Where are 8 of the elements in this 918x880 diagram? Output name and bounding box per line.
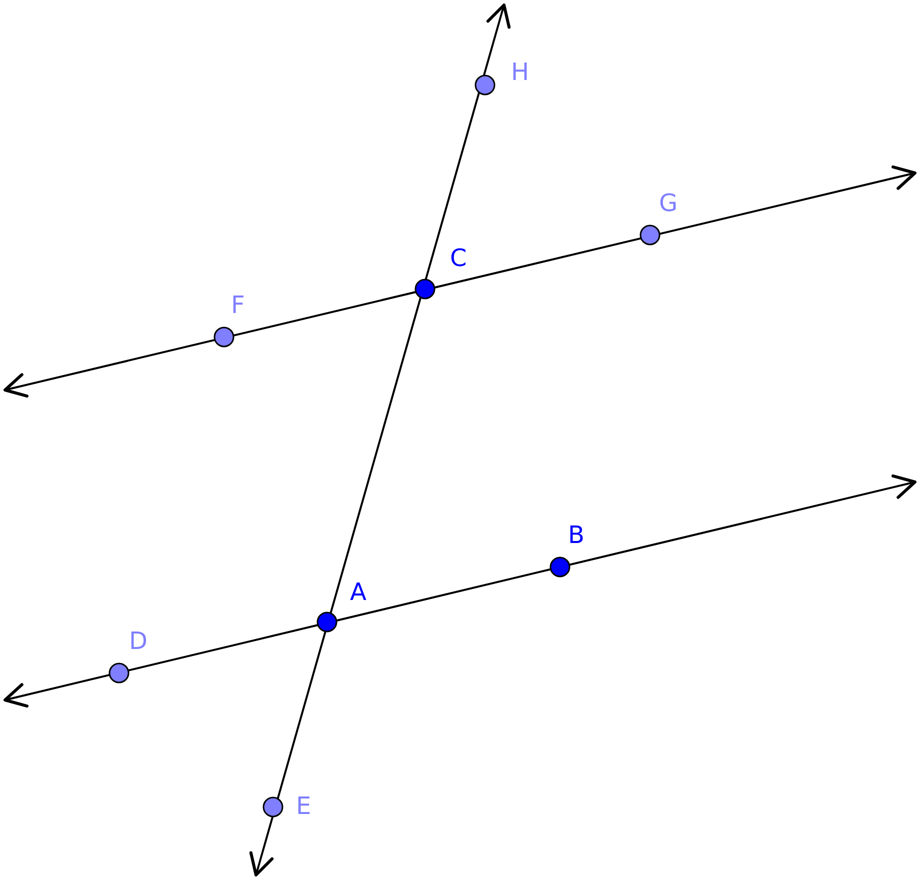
point-label: A — [350, 580, 366, 604]
point-label: C — [450, 246, 467, 270]
point-label: B — [568, 523, 584, 547]
point-label: F — [231, 293, 245, 317]
point-label: E — [296, 794, 312, 818]
point-label: G — [659, 191, 678, 215]
point-label: H — [511, 60, 530, 84]
point-label: D — [129, 629, 148, 653]
